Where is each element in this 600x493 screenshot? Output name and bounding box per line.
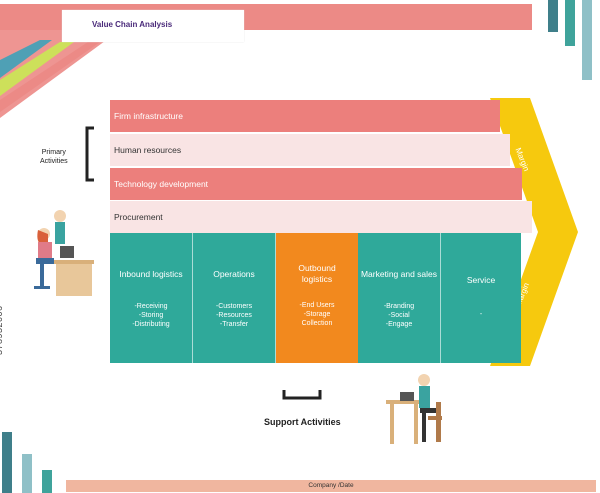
detail-item: -Distributing bbox=[132, 321, 170, 328]
page-title: Value Chain Analysis bbox=[92, 20, 173, 29]
primary-label-line2: Activities bbox=[40, 158, 68, 165]
primary-service: Service - bbox=[441, 233, 521, 363]
primary-bracket bbox=[85, 126, 94, 182]
primary-details: -Receiving -Storing -Distributing bbox=[132, 302, 169, 329]
decorative-stripes bbox=[0, 0, 592, 118]
detail-item: -Resources bbox=[216, 312, 252, 319]
person-at-desk-illustration-left bbox=[34, 210, 94, 296]
footer-bar: Company /Date bbox=[66, 480, 596, 492]
primary-activities-label: Primary Activities bbox=[40, 148, 68, 166]
primary-title: Service bbox=[466, 275, 496, 285]
primary-details: -End Users -Storage Collection bbox=[299, 301, 334, 328]
person-at-desk-illustration-right bbox=[386, 374, 442, 444]
row-human-resources: Human resources bbox=[110, 134, 510, 166]
row-label: Technology development bbox=[114, 179, 209, 189]
primary-details: -Customers -Resources -Transfer bbox=[216, 302, 252, 329]
detail-item: -Customers bbox=[215, 303, 253, 310]
primary-outbound-logistics: Outbound logistics -End Users -Storage C… bbox=[276, 233, 358, 363]
primary-title: Inbound logistics bbox=[119, 269, 183, 279]
decorative-bars-bottom bbox=[2, 432, 52, 493]
detail-item: -Receiving bbox=[134, 303, 168, 310]
primary-details: - bbox=[480, 310, 482, 319]
row-technology-development: Technology development bbox=[110, 168, 522, 200]
primary-title: Marketing and sales bbox=[360, 269, 438, 279]
support-bracket bbox=[282, 390, 322, 400]
row-label: Procurement bbox=[114, 212, 163, 222]
detail-item: - bbox=[479, 311, 483, 318]
title-box bbox=[62, 10, 244, 42]
primary-title: Operations bbox=[213, 269, 255, 279]
row-procurement: Procurement bbox=[110, 201, 532, 233]
support-activities-label: Support Activities bbox=[264, 417, 341, 427]
detail-item: -Engage bbox=[385, 321, 413, 328]
detail-item: -Social bbox=[388, 312, 410, 319]
primary-label-line1: Primary bbox=[41, 149, 66, 156]
primary-marketing-and-sales: Marketing and sales -Branding -Social -E… bbox=[358, 233, 441, 363]
primary-operations: Operations -Customers -Resources -Transf… bbox=[193, 233, 276, 363]
detail-item: -Transfer bbox=[219, 321, 249, 328]
primary-details: -Branding -Social -Engage bbox=[384, 302, 414, 329]
margin-arrow bbox=[490, 98, 578, 366]
detail-item: -Branding bbox=[383, 303, 415, 310]
primary-inbound-logistics: Inbound logistics -Receiving -Storing -D… bbox=[110, 233, 193, 363]
detail-item: -Storage bbox=[303, 311, 331, 318]
stock-id-text: 378932006 bbox=[0, 305, 4, 355]
row-label: Human resources bbox=[114, 145, 182, 155]
detail-item: -Storing bbox=[138, 312, 164, 319]
row-label: Firm infrastructure bbox=[114, 111, 183, 121]
primary-title: Outbound logistics bbox=[298, 263, 336, 284]
footer-label: Company /Date bbox=[308, 482, 354, 489]
detail-item: -End Users bbox=[299, 302, 335, 309]
detail-item: Collection bbox=[301, 320, 333, 327]
row-firm-infrastructure: Firm infrastructure bbox=[110, 100, 500, 132]
